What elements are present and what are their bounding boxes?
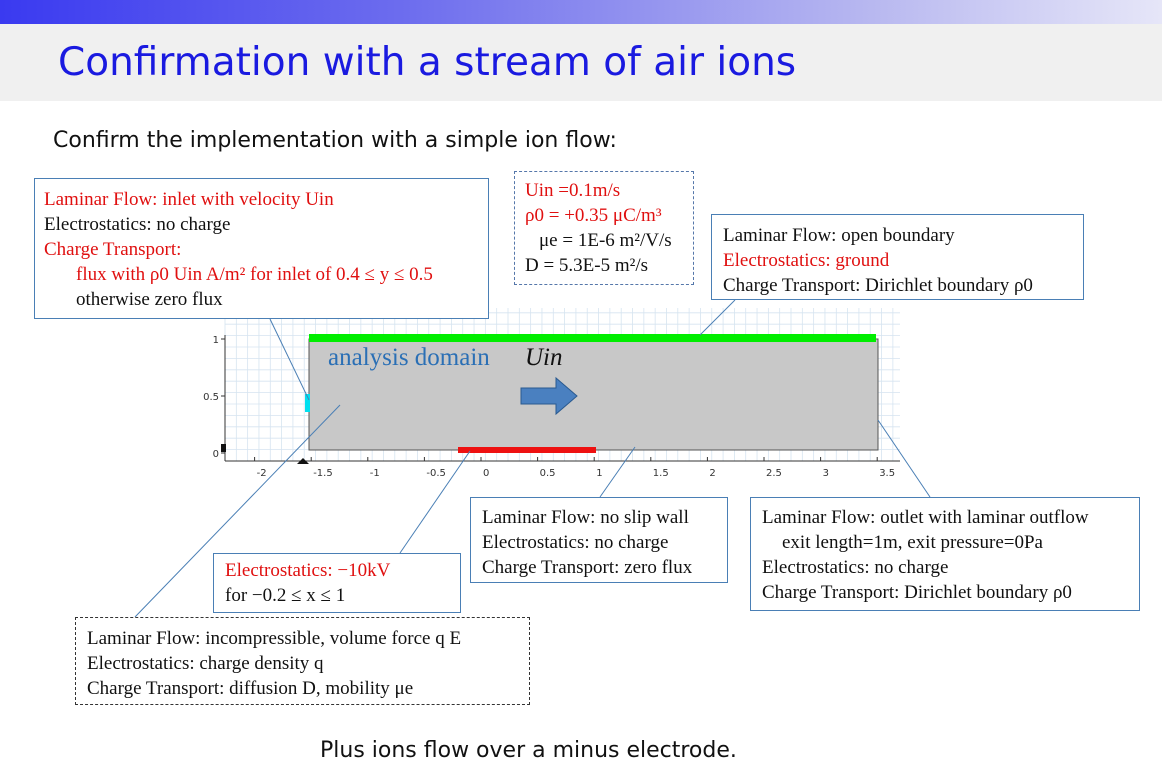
x-tick-label: 0.5 (540, 468, 556, 479)
param-rho: ρ0 = +0.35 μC/m³ (525, 205, 662, 226)
inlet-flow: Laminar Flow: inlet with velocity Uin (44, 189, 334, 210)
electrode-box: Electrostatics: −10kV for −0.2 ≤ x ≤ 1 (213, 553, 461, 613)
domain-flow: Laminar Flow: incompressible, volume for… (87, 628, 462, 649)
open-boundary (309, 334, 876, 342)
y-tick-label: 0 (213, 449, 219, 460)
slide-subtitle: Confirm the implementation with a simple… (53, 128, 617, 153)
leader-inlet (269, 318, 310, 401)
x-ticks: -2 -1.5 -1 -0.5 0 0.5 1 1.5 2 2.5 3 3.5 (254, 457, 895, 479)
inlet-charge-otherwise: otherwise zero flux (76, 289, 223, 310)
param-diffusion: D = 5.3E-5 m²/s (525, 255, 649, 276)
wall-boundary-box: Laminar Flow: no slip wall Electrostatic… (470, 497, 728, 583)
x-tick-label: 2 (709, 468, 715, 479)
electrode-range: for −0.2 ≤ x ≤ 1 (225, 585, 346, 606)
x-tick-label: -1 (370, 468, 380, 479)
domain-electrostatics: Electrostatics: charge density q (87, 653, 324, 674)
leader-domain (134, 404, 341, 618)
y-tick-label: 0.5 (203, 392, 219, 403)
slide-title: Confirmation with a stream of air ions (58, 40, 797, 85)
wall-flow: Laminar Flow: no slip wall (482, 507, 689, 528)
inlet-charge-header: Charge Transport: (44, 239, 182, 260)
outlet-exit: exit length=1m, exit pressure=0Pa (782, 532, 1043, 553)
slide-footer: Plus ions flow over a minus electrode. (320, 738, 737, 763)
axis-origin-marker (297, 458, 309, 464)
domain-charge: Charge Transport: diffusion D, mobility … (87, 678, 414, 699)
domain-physics-box: Laminar Flow: incompressible, volume for… (75, 617, 530, 705)
inlet-electrostatics: Electrostatics: no charge (44, 214, 231, 235)
inlet-boundary (305, 394, 310, 412)
parameters-box: Uin =0.1m/s ρ0 = +0.35 μC/m³ μe = 1E-6 m… (514, 171, 694, 285)
x-tick-label: -1.5 (313, 468, 333, 479)
top-gradient-bar (0, 0, 1162, 24)
top-boundary-box: Laminar Flow: open boundary Electrostati… (711, 214, 1084, 300)
x-tick-label: 1.5 (653, 468, 669, 479)
title-band (0, 24, 1162, 101)
inlet-conditions-box: Laminar Flow: inlet with velocity Uin El… (34, 178, 489, 319)
outlet-boundary-box: Laminar Flow: outlet with laminar outflo… (750, 497, 1140, 611)
inlet-charge-flux: flux with ρ0 Uin A/m² for inlet of 0.4 ≤… (76, 264, 433, 285)
leader-top (699, 299, 736, 336)
x-tick-label: 1 (596, 468, 602, 479)
outlet-flow: Laminar Flow: outlet with laminar outflo… (762, 507, 1089, 528)
y-tick-label: 1 (213, 335, 219, 346)
wall-charge: Charge Transport: zero flux (482, 557, 693, 578)
x-tick-label: -2 (257, 468, 267, 479)
x-tick-label: 3 (823, 468, 829, 479)
wall-electrostatics: Electrostatics: no charge (482, 532, 669, 553)
top-electrostatics: Electrostatics: ground (723, 250, 890, 271)
leader-outlet (877, 419, 931, 498)
electrode-voltage: Electrostatics: −10kV (225, 560, 391, 581)
param-uin: Uin =0.1m/s (525, 180, 621, 201)
outlet-charge: Charge Transport: Dirichlet boundary ρ0 (762, 582, 1072, 603)
domain-label: analysis domain (328, 344, 490, 371)
x-tick-label: 2.5 (766, 468, 782, 479)
x-tick-label: 0 (483, 468, 489, 479)
leader-wall (599, 446, 636, 498)
top-charge: Charge Transport: Dirichlet boundary ρ0 (723, 275, 1033, 296)
leader-electrode (399, 450, 471, 554)
axis-corner-marker (221, 444, 226, 452)
analysis-domain (308, 338, 879, 451)
electrode (458, 447, 596, 453)
param-mobility: μe = 1E-6 m²/V/s (539, 230, 672, 251)
x-tick-label: 3.5 (879, 468, 895, 479)
y-ticks: 00.51 (203, 335, 225, 460)
velocity-arrow (520, 376, 578, 416)
outlet-electrostatics: Electrostatics: no charge (762, 557, 949, 578)
x-tick-label: -0.5 (426, 468, 446, 479)
velocity-label: Uin (525, 344, 563, 371)
top-flow: Laminar Flow: open boundary (723, 225, 955, 246)
